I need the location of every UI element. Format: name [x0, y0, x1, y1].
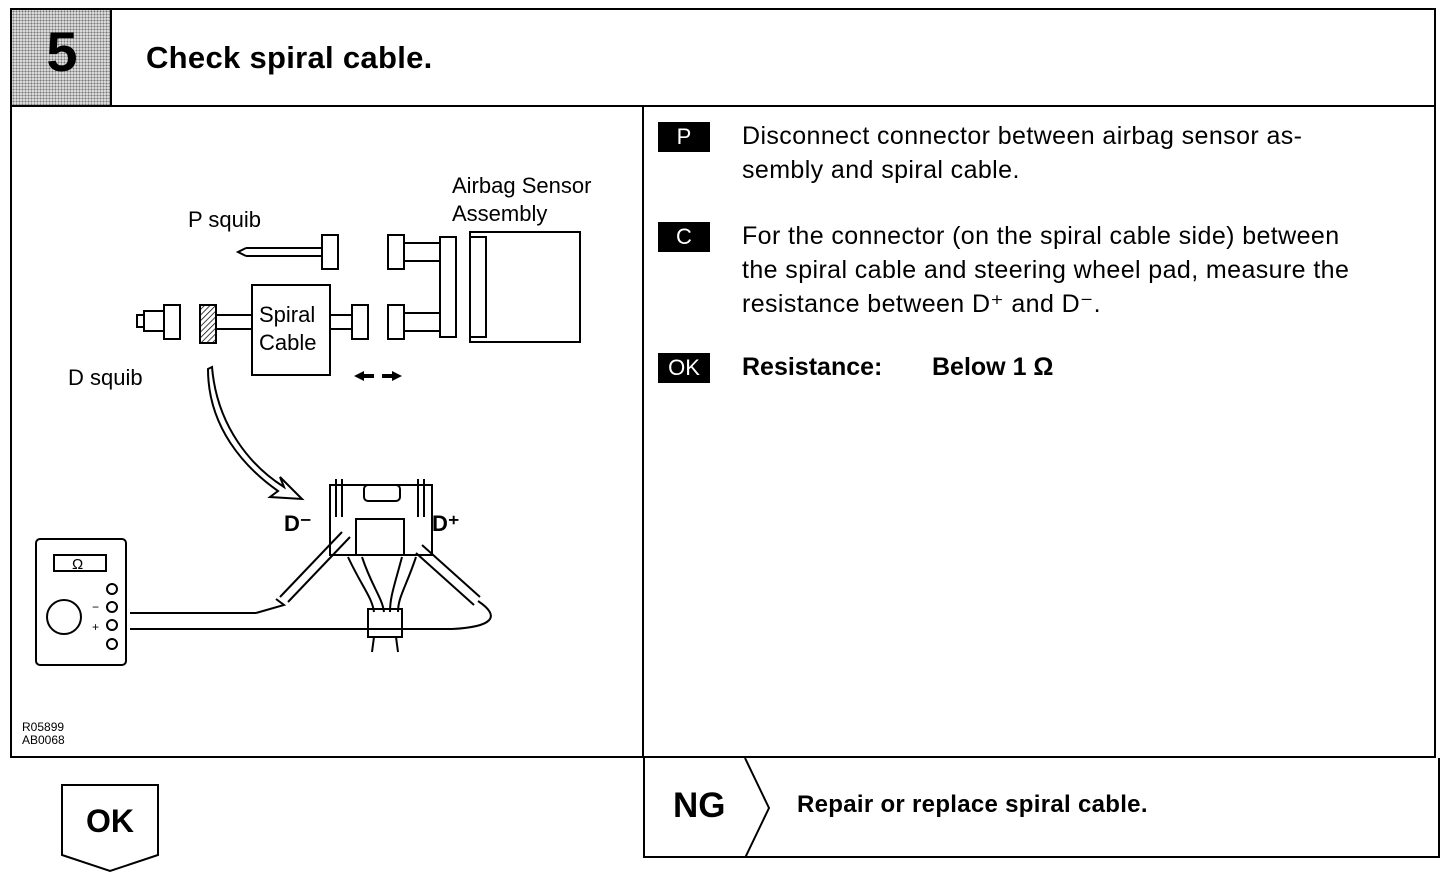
badge-c: C	[658, 222, 710, 252]
probe-minus	[279, 531, 343, 598]
panel-divider	[642, 107, 644, 758]
ok-result-tag: OK	[60, 783, 160, 873]
meter-minus: −	[92, 600, 99, 614]
resistance-value: Below 1 Ω	[932, 353, 1054, 381]
figure-code: AB0068	[22, 733, 65, 747]
curved-arrow-icon	[206, 365, 305, 501]
step-number-box: 5	[12, 10, 112, 105]
ng-result-box: NG Repair or replace spiral cable.	[643, 758, 1440, 858]
meter-plus: +	[92, 620, 99, 634]
resistance-label: Resistance:	[742, 353, 883, 381]
badge-ok: OK	[658, 353, 710, 383]
step-title: Check spiral cable.	[146, 40, 433, 75]
instruction-line: sembly and spiral cable.	[742, 156, 1020, 184]
d-squib-label: D squib	[68, 365, 143, 390]
ng-action-text: Repair or replace spiral cable.	[797, 791, 1148, 818]
step-number: 5	[46, 20, 78, 83]
ok-tag-shape	[61, 784, 159, 873]
p-squib-connector	[321, 234, 339, 270]
instruction-line: resistance between D⁺ and D⁻.	[742, 290, 1101, 318]
spiral-label-line1: Spiral	[259, 302, 315, 327]
instruction-line: For the connector (on the spiral cable s…	[742, 222, 1340, 250]
figure-code: R05899	[22, 720, 65, 734]
figure-codes: R05899 AB0068	[22, 721, 65, 747]
airbag-sensor-label-line2: Assembly	[452, 201, 547, 226]
diagram-panel: Airbag Sensor Assembly P squib D squib S…	[12, 107, 642, 758]
d-plus-label: D⁺	[432, 511, 460, 536]
p-squib-label: P squib	[188, 207, 261, 232]
d-squib-connector	[163, 304, 181, 340]
ohm-symbol: Ω	[72, 556, 83, 573]
instruction-p-text: Disconnect connector between airbag sens…	[742, 119, 1302, 187]
ng-chevron-icon	[744, 758, 771, 858]
badge-p: P	[658, 122, 710, 152]
instruction-c-text: For the connector (on the spiral cable s…	[742, 219, 1349, 321]
procedure-frame: 5 Check spiral cable.	[10, 8, 1436, 758]
spiral-cable-diagram: Airbag Sensor Assembly P squib D squib S…	[35, 173, 591, 666]
airbag-sensor-label-line1: Airbag Sensor	[452, 173, 591, 198]
disconnect-arrows-icon	[354, 371, 402, 381]
ohmmeter-body	[35, 538, 127, 666]
ng-label: NG	[673, 786, 726, 825]
ohmmeter-dial	[46, 599, 82, 635]
ok-label: OK	[86, 803, 134, 839]
instruction-line: the spiral cable and steering wheel pad,…	[742, 256, 1350, 284]
d-squib-hatched-connector	[199, 304, 217, 344]
airbag-sensor-connector	[469, 236, 487, 338]
ohmmeter-display	[53, 554, 107, 572]
instructions-panel: P Disconnect connector between airbag se…	[644, 107, 1434, 758]
step-header: 5 Check spiral cable.	[12, 10, 1434, 107]
spiral-label-line2: Cable	[259, 330, 316, 355]
d-minus-label: D⁻	[284, 511, 312, 536]
instruction-line: Disconnect connector between airbag sens…	[742, 122, 1303, 150]
probe-plus	[421, 544, 481, 598]
